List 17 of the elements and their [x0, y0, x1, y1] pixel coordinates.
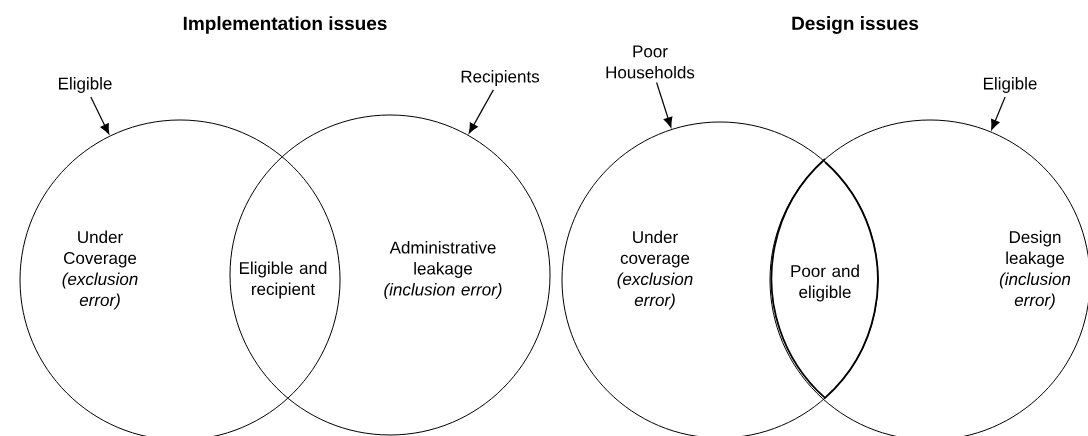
set-label: Eligible — [984, 77, 1037, 93]
region-label: Administrative leakage (inclusion error) — [384, 241, 502, 299]
set-label: Eligible — [59, 77, 112, 93]
arrow — [656, 81, 673, 128]
region-label: Poor and eligible — [791, 264, 859, 302]
set-label: Recipients — [461, 70, 540, 86]
heading: Design issues — [792, 16, 919, 34]
arrow — [991, 96, 1006, 131]
set-circle — [229, 114, 551, 436]
heading: Implementation issues — [183, 16, 387, 34]
arrow — [468, 89, 494, 134]
region-label: Under coverage (exclusion error) — [617, 230, 693, 310]
set-label: Poor Households — [606, 45, 695, 79]
region-label: Eligible and recipient — [240, 261, 327, 299]
arrow — [90, 96, 110, 135]
region-label: Design leakage (inclusion error) — [999, 230, 1071, 310]
region-label: Under Coverage (exclusion error) — [62, 230, 138, 310]
